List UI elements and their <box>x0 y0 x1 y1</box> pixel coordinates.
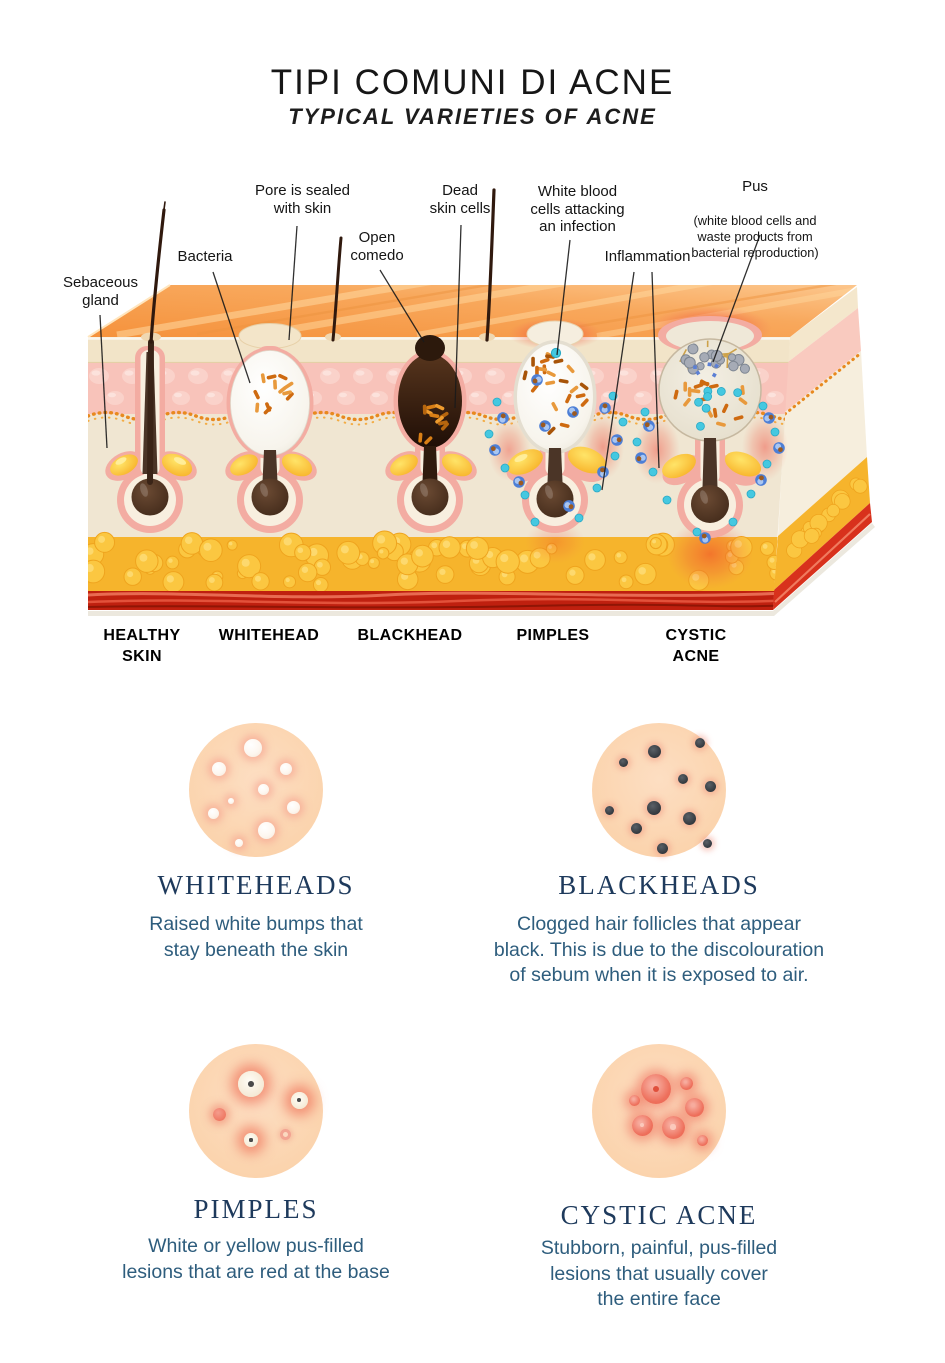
slab-right-face <box>773 287 872 610</box>
label-pus: Pus (white blood cells and waste product… <box>675 160 835 279</box>
skin-cross-section-illustration <box>87 188 875 616</box>
skin-bump <box>684 1097 704 1117</box>
skin-bump <box>212 1107 226 1121</box>
skin-bump <box>279 1128 291 1140</box>
hair-shafts <box>325 188 496 342</box>
blackheads-description: Clogged hair follicles that appear black… <box>493 913 825 987</box>
leader-lines <box>99 224 761 491</box>
whiteheads-skin-illustration <box>189 723 323 857</box>
skin-bump <box>647 744 661 758</box>
skin-bump <box>228 798 234 804</box>
label-pus-title: Pus <box>742 177 768 195</box>
skin-bump <box>235 839 243 847</box>
skin-bump <box>641 1074 671 1104</box>
page-title: TIPI COMUNI DI ACNE <box>270 63 675 103</box>
cystic-acne-heading: CYSTIC ACNE <box>560 1200 758 1230</box>
skin-bump <box>280 763 292 775</box>
skin-bump <box>702 838 712 848</box>
pimples-skin-illustration <box>189 1044 323 1178</box>
blackheads-skin-illustration <box>592 723 726 857</box>
follicle-blackhead <box>385 335 477 533</box>
skin-bump <box>628 1094 640 1106</box>
skin-bump <box>257 783 269 795</box>
skin-bump <box>647 801 661 815</box>
stage-label-cystic-acne: CYSTIC ACNE <box>665 627 727 665</box>
follicle-cystic-acne <box>632 306 788 589</box>
label-open-comedo: Open comedo <box>350 229 404 264</box>
skin-bump <box>630 822 642 834</box>
pimples-heading: PIMPLES <box>193 1194 319 1224</box>
skin-bump <box>679 1076 693 1090</box>
skin-bump <box>704 780 716 792</box>
blackheads-heading: BLACKHEADS <box>558 870 760 900</box>
skin-bump <box>212 762 226 776</box>
skin-bump <box>207 807 219 819</box>
label-white-blood-cells: White blood cells attacking an infection <box>530 183 625 236</box>
follicle-pimple <box>484 318 628 564</box>
skin-bump <box>257 821 275 839</box>
whiteheads-description: Raised white bumps that stay beneath the… <box>149 913 363 961</box>
skin-bump <box>695 738 705 748</box>
cystic-acne-skin-illustration <box>592 1044 726 1178</box>
skin-bump <box>696 1134 708 1146</box>
page-subtitle: TYPICAL VARIETIES OF ACNE <box>288 104 657 130</box>
label-sebaceous-gland: Sebaceous gland <box>62 274 139 309</box>
skin-bump <box>678 774 688 784</box>
label-pus-subtitle: (white blood cells and waste products fr… <box>691 213 819 261</box>
stage-label-blackhead: BLACKHEAD <box>357 627 463 644</box>
skin-bump <box>244 1133 258 1147</box>
skin-bump <box>244 739 262 757</box>
stage-label-whitehead: WHITEHEAD <box>218 627 320 644</box>
skin-bump <box>682 811 696 825</box>
skin-bump <box>290 1091 308 1109</box>
follicle-whitehead <box>225 323 317 533</box>
label-bacteria: Bacteria <box>177 248 233 265</box>
cystic-acne-description: Stubborn, painful, pus-filled lesions th… <box>540 1237 778 1311</box>
skin-bump <box>631 1114 653 1136</box>
skin-bump <box>286 800 300 814</box>
whiteheads-heading: WHITEHEADS <box>157 870 355 900</box>
follicle-healthy-skin <box>105 201 197 533</box>
stage-label-healthy-skin: HEALTHY SKIN <box>103 627 181 665</box>
skin-bump <box>604 805 614 815</box>
stage-label-pimples: PIMPLES <box>516 627 590 644</box>
skin-bump <box>656 842 668 854</box>
skin-bump <box>661 1115 685 1139</box>
pimples-description: White or yellow pus-filled lesions that … <box>122 1235 390 1283</box>
skin-bump <box>618 757 628 767</box>
label-dead-skin-cells: Dead skin cells <box>429 182 491 217</box>
skin-bump <box>238 1071 264 1097</box>
label-pore-sealed: Pore is sealed with skin <box>254 182 351 217</box>
label-inflammation: Inflammation <box>604 248 691 265</box>
